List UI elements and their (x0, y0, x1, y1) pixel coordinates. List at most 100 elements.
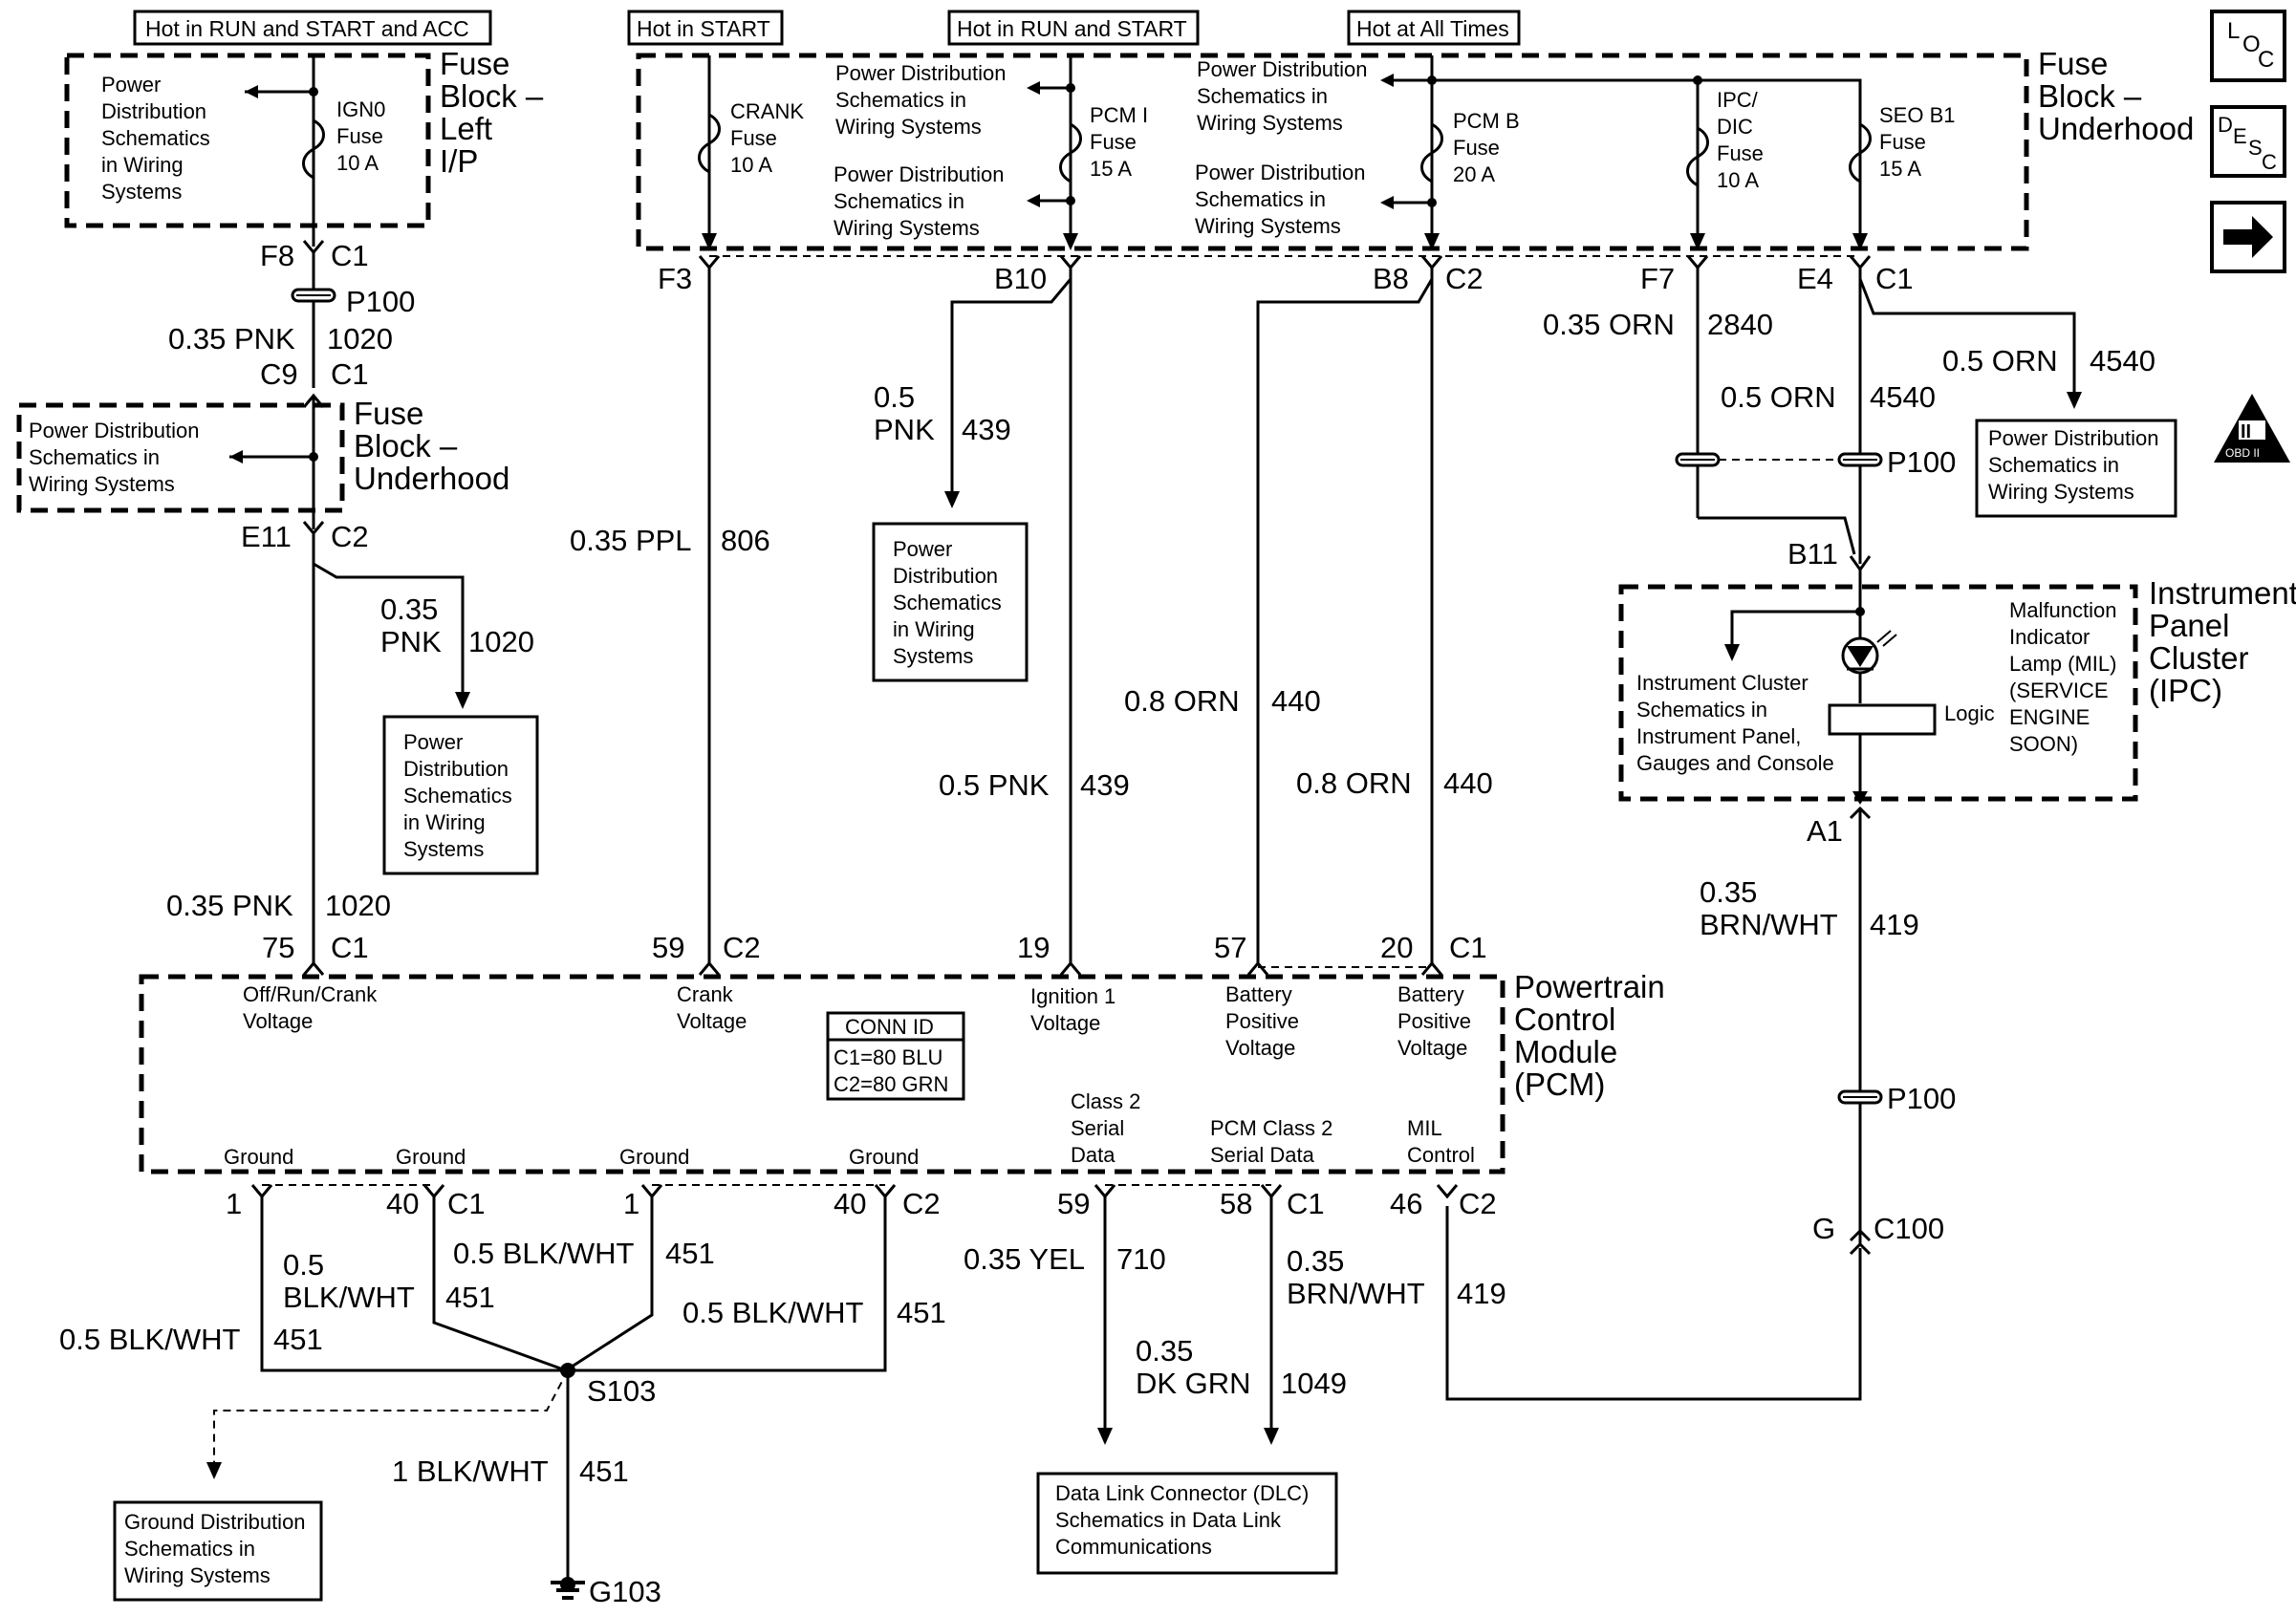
svg-text:Distribution: Distribution (101, 99, 206, 123)
svg-text:Cluster: Cluster (2149, 640, 2249, 676)
svg-text:C2: C2 (1459, 1187, 1497, 1220)
svg-text:Power: Power (403, 730, 463, 754)
svg-text:419: 419 (1870, 908, 1919, 941)
svg-text:SEO B1: SEO B1 (1879, 103, 1955, 127)
next-arrow-button[interactable] (2210, 201, 2286, 273)
svg-text:Ignition 1: Ignition 1 (1030, 984, 1116, 1008)
svg-text:2840: 2840 (1707, 308, 1773, 341)
svg-text:Voltage: Voltage (1030, 1011, 1100, 1035)
svg-text:B11: B11 (1787, 537, 1838, 571)
svg-text:C2: C2 (1445, 262, 1484, 295)
desc-button[interactable]: D E S C (2210, 105, 2286, 178)
desc-letter-e: E (2233, 124, 2247, 148)
svg-text:1020: 1020 (325, 889, 391, 922)
svg-text:Gauges and Console: Gauges and Console (1636, 751, 1834, 775)
svg-text:IPC/: IPC/ (1717, 88, 1759, 112)
svg-text:(IPC): (IPC) (2149, 673, 2222, 708)
svg-text:Fuse: Fuse (336, 124, 383, 148)
pcm-bottom-pins: 1 40 C1 1 40 C2 59 58 C1 46 C2 (226, 1184, 1497, 1220)
instrument-panel-cluster: Instrument Panel Cluster (IPC) Logic Ins… (1618, 570, 2296, 803)
svg-text:Data Link Connector (DLC): Data Link Connector (DLC) (1055, 1481, 1309, 1505)
svg-text:Data: Data (1071, 1143, 1116, 1167)
loc-button[interactable]: L O C (2210, 10, 2286, 82)
svg-text:1: 1 (623, 1187, 639, 1220)
svg-text:451: 451 (897, 1296, 946, 1329)
svg-text:Fuse: Fuse (1090, 130, 1137, 154)
svg-text:A1: A1 (1807, 814, 1843, 848)
svg-text:710: 710 (1116, 1242, 1166, 1276)
svg-text:439: 439 (1080, 768, 1130, 802)
svg-text:0.35: 0.35 (1287, 1244, 1344, 1278)
svg-text:0.5 BLK/WHT: 0.5 BLK/WHT (453, 1237, 635, 1270)
desc-letter-c: C (2262, 150, 2277, 174)
svg-text:Power Distribution: Power Distribution (835, 61, 1007, 85)
svg-text:Voltage: Voltage (1397, 1036, 1467, 1060)
svg-text:Underhood: Underhood (2038, 111, 2194, 146)
svg-text:DK GRN: DK GRN (1136, 1367, 1251, 1400)
svg-text:451: 451 (579, 1454, 629, 1488)
svg-text:PNK: PNK (874, 413, 935, 446)
svg-text:19: 19 (1017, 931, 1050, 964)
svg-text:Power: Power (101, 73, 161, 97)
svg-text:Fuse: Fuse (440, 46, 509, 81)
svg-text:0.5 BLK/WHT: 0.5 BLK/WHT (682, 1296, 864, 1329)
svg-text:Power Distribution: Power Distribution (1988, 426, 2159, 450)
svg-text:59: 59 (652, 931, 684, 964)
svg-text:4540: 4540 (1870, 380, 1936, 414)
svg-text:Ground Distribution: Ground Distribution (124, 1510, 306, 1534)
svg-text:Hot in RUN and START: Hot in RUN and START (957, 16, 1187, 41)
svg-text:0.35: 0.35 (380, 593, 438, 626)
wire-419-right: A1 0.35 BRN/WHT 419 P100 G C100 (1445, 791, 1956, 1401)
svg-text:419: 419 (1457, 1277, 1506, 1310)
svg-text:1020: 1020 (327, 322, 393, 356)
ground-icon (551, 1577, 585, 1600)
svg-text:C1: C1 (331, 239, 369, 272)
svg-text:ENGINE: ENGINE (2009, 705, 2090, 729)
svg-text:I/P: I/P (440, 143, 478, 179)
header-start: Hot in START (627, 10, 784, 46)
svg-text:0.8 ORN: 0.8 ORN (1296, 766, 1412, 800)
svg-text:(SERVICE: (SERVICE (2009, 679, 2109, 702)
svg-text:E11: E11 (241, 520, 292, 553)
svg-text:Serial Data: Serial Data (1210, 1143, 1315, 1167)
svg-text:Instrument Panel,: Instrument Panel, (1636, 724, 1801, 748)
svg-text:Wiring Systems: Wiring Systems (29, 472, 175, 496)
svg-text:0.35 ORN: 0.35 ORN (1543, 308, 1675, 341)
desc-letter-s: S (2248, 136, 2263, 160)
dlc-box: Data Link Connector (DLC) Schematics in … (1036, 1472, 1338, 1575)
svg-text:PNK: PNK (380, 625, 442, 658)
svg-text:0.5: 0.5 (283, 1248, 324, 1282)
svg-text:Fuse: Fuse (1453, 136, 1500, 160)
svg-text:Communications: Communications (1055, 1535, 1212, 1559)
svg-text:Fuse: Fuse (1879, 130, 1926, 154)
header-all-times: Hot at All Times (1347, 10, 1521, 46)
svg-text:46: 46 (1390, 1187, 1422, 1220)
svg-text:Ground: Ground (619, 1145, 689, 1169)
svg-text:G103: G103 (589, 1575, 661, 1608)
svg-text:C2: C2 (331, 520, 369, 553)
arrow-right-icon (2223, 216, 2273, 258)
svg-text:Instrument: Instrument (2149, 575, 2296, 611)
svg-text:440: 440 (1271, 684, 1321, 718)
svg-text:Power Distribution: Power Distribution (1197, 57, 1368, 81)
svg-text:0.35 PNK: 0.35 PNK (166, 889, 293, 922)
svg-text:BRN/WHT: BRN/WHT (1287, 1277, 1425, 1310)
svg-text:C1: C1 (331, 931, 369, 964)
svg-text:Crank: Crank (677, 982, 734, 1006)
svg-text:40: 40 (386, 1187, 419, 1220)
wire-710-1049: 0.35 YEL 710 0.35 DK GRN 1049 0.35 BRN/W… (964, 1196, 1506, 1445)
svg-text:Schematics in: Schematics in (1636, 698, 1767, 722)
svg-text:Battery: Battery (1397, 982, 1464, 1006)
svg-text:Module: Module (1514, 1034, 1617, 1069)
svg-text:1 BLK/WHT: 1 BLK/WHT (392, 1454, 549, 1488)
svg-text:451: 451 (273, 1323, 323, 1356)
svg-text:Wiring Systems: Wiring Systems (124, 1563, 271, 1587)
pd-box-left: Power Distribution Schematics in Wiring … (382, 715, 539, 875)
svg-text:Schematics: Schematics (101, 126, 210, 150)
svg-text:0.35: 0.35 (1136, 1334, 1193, 1368)
svg-text:B10: B10 (994, 262, 1047, 295)
svg-text:Block –: Block – (354, 428, 458, 463)
svg-text:P100: P100 (346, 285, 415, 318)
ground-wires-451: 0.5 BLK/WHT 451 0.5 BLK/WHT 451 0.5 BLK/… (59, 1196, 946, 1608)
svg-text:in Wiring: in Wiring (893, 617, 975, 641)
